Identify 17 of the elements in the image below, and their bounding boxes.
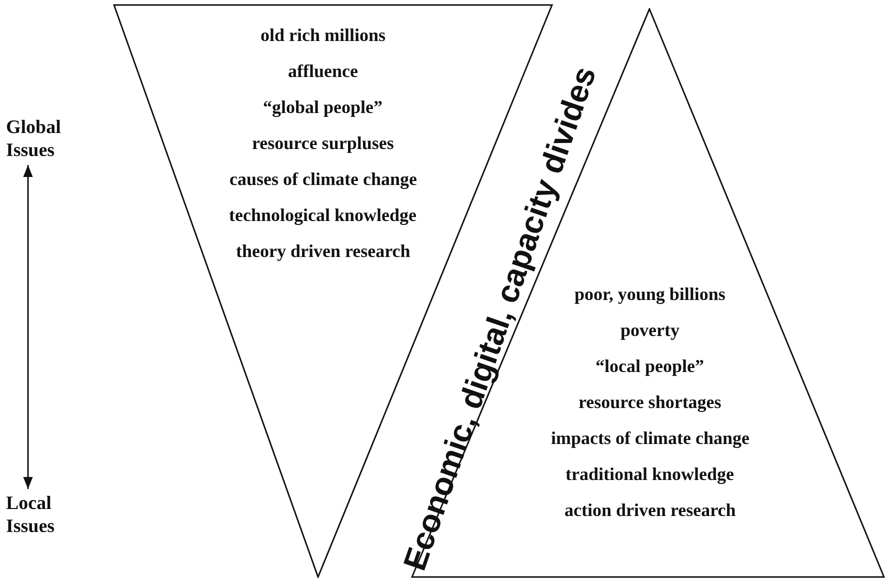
list-item-text: old rich millions (260, 24, 386, 46)
list-item-text: poor, young billions (574, 283, 726, 305)
axis-end-label: Local Issues (6, 492, 86, 538)
list-item-text: “global people” (263, 96, 383, 118)
list-item-text: poverty (620, 319, 680, 341)
double-arrow (23, 165, 33, 489)
list-item-text: resource shortages (578, 391, 722, 413)
list-item-text: “local people” (596, 355, 704, 377)
axis-end-label: Global Issues (6, 116, 86, 162)
list-item-text: traditional knowledge (566, 463, 734, 485)
list-item-text: resource surpluses (252, 132, 394, 154)
list-item-text: action driven research (564, 499, 736, 521)
list-item-text: impacts of climate change (551, 427, 750, 449)
list-item-text: affluence (288, 60, 358, 82)
list-item-text: technological knowledge (229, 204, 416, 226)
list-item-text: theory driven research (236, 240, 410, 262)
list-item-text: causes of climate change (230, 168, 417, 190)
